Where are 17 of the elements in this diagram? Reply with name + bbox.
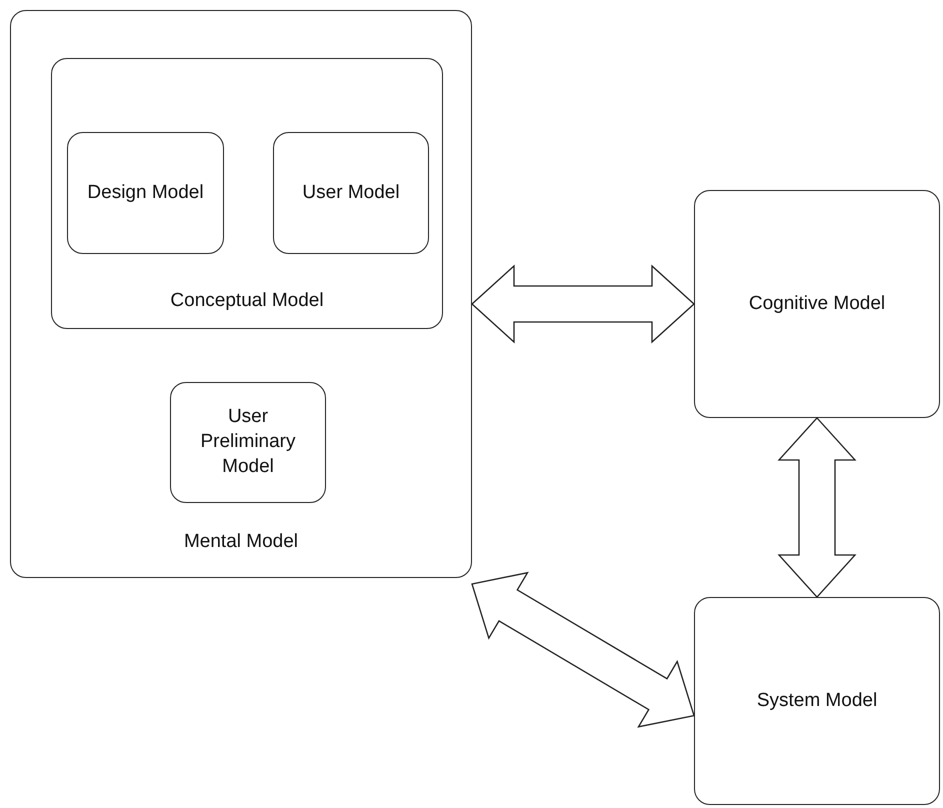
double-arrow xyxy=(471,264,695,344)
box-label: System Model xyxy=(756,688,878,713)
double-arrow xyxy=(778,417,856,598)
model-box xyxy=(273,132,429,254)
model-box xyxy=(694,190,940,418)
box-label: User Model xyxy=(302,180,400,205)
box-label: User Preliminary Model xyxy=(199,405,297,479)
group-box xyxy=(51,58,443,329)
model-box xyxy=(694,597,940,805)
box-label: Cognitive Model xyxy=(748,292,886,316)
box-label: Design Model xyxy=(87,180,204,205)
box-label: Conceptual Model xyxy=(170,289,324,314)
model-box xyxy=(67,132,224,254)
box-label: Mental Model xyxy=(184,530,298,554)
model-box xyxy=(170,382,326,503)
group-box xyxy=(10,10,472,578)
double-arrow xyxy=(471,572,695,728)
